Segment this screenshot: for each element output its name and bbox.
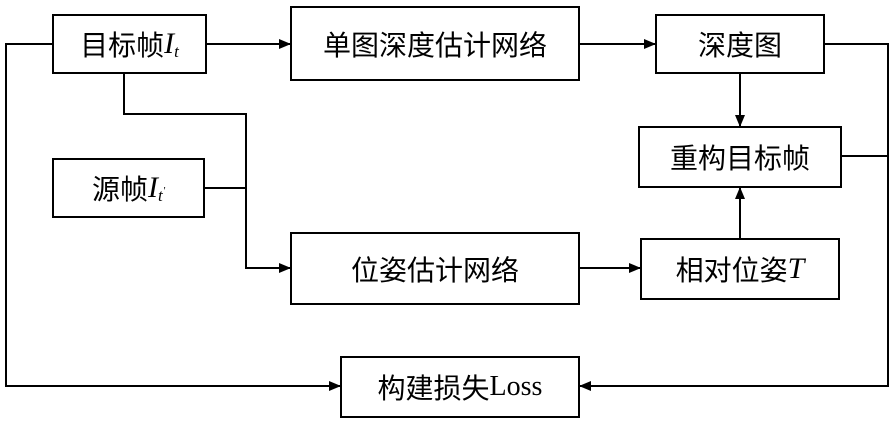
- pose-net-box: 位姿估计网络: [290, 232, 580, 305]
- loss-label: 构建损失: [377, 372, 490, 405]
- depth-map-box: 深度图: [655, 14, 825, 74]
- arrow-left-bus-to-loss: [5, 43, 341, 391]
- reconstruct-label: 重构目标帧: [669, 142, 810, 175]
- source-frame-label: 源帧: [91, 173, 148, 206]
- target-frame-sub: t: [174, 42, 179, 61]
- loss-latin: Loss: [489, 371, 543, 402]
- depth-net-box: 单图深度估计网络: [290, 6, 580, 81]
- arrow-source-to-posenet: [205, 187, 291, 273]
- arrow-right-bus-to-loss: [579, 155, 889, 391]
- pose-net-label: 位姿估计网络: [350, 253, 519, 287]
- target-frame-var: I: [164, 27, 175, 60]
- source-frame-sub: t: [157, 186, 163, 205]
- source-frame-var: I: [147, 171, 158, 204]
- source-frame-sub-prime: ': [162, 185, 166, 197]
- line-depthmap-right: [825, 43, 889, 156]
- target-frame-label: 目标帧: [80, 29, 165, 62]
- relative-pose-label: 相对位姿: [675, 254, 788, 287]
- reconstruct-box: 重构目标帧: [638, 126, 842, 188]
- depth-net-label: 单图深度估计网络: [322, 28, 547, 62]
- depth-map-label: 深度图: [697, 29, 782, 62]
- relative-pose-var: T: [787, 252, 805, 285]
